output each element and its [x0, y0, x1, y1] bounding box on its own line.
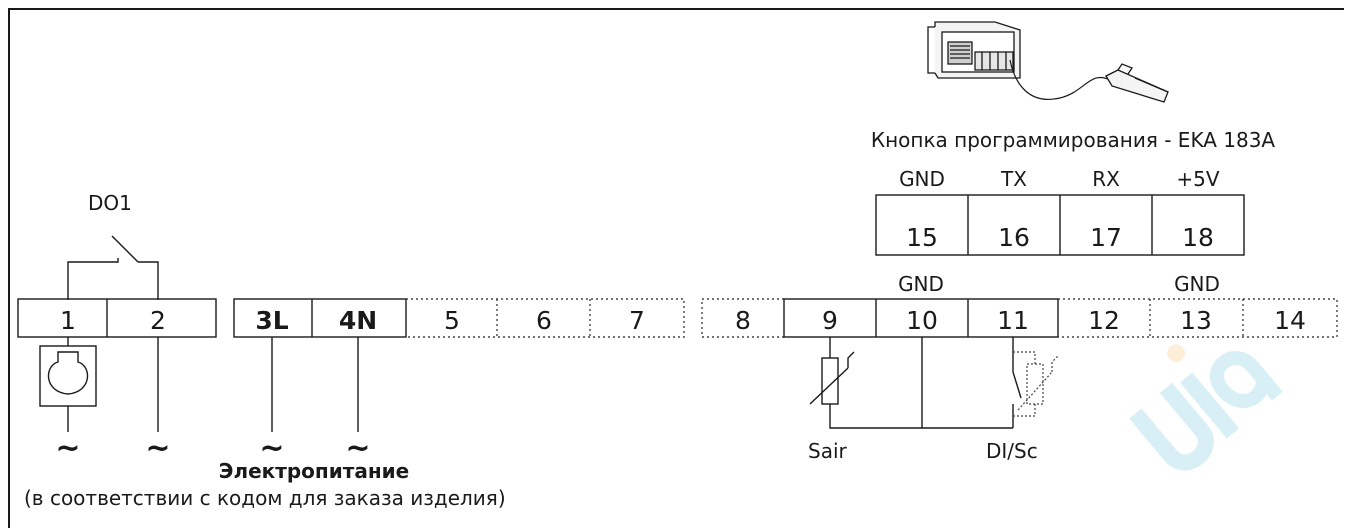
power-note: (в соответствии с кодом для заказа издел…: [24, 486, 506, 510]
terminal-14: 14: [1274, 306, 1306, 335]
ac-symbol-4n: ~: [345, 431, 370, 466]
programming-key-device-icon: [927, 21, 1169, 103]
terminal-strip-group-b: [233, 298, 685, 338]
key-terminal-block: [875, 194, 1245, 256]
load-bulb-icon: [39, 337, 97, 432]
ac-symbol-3l: ~: [259, 431, 284, 466]
gnd-label-13: GND: [1174, 272, 1220, 296]
terminal-3l: 3L: [255, 306, 288, 335]
terminal-17: 17: [1090, 223, 1122, 252]
signal-label-5v: +5V: [1176, 167, 1219, 191]
diagram-frame: [8, 8, 1344, 528]
terminal-13: 13: [1180, 306, 1212, 335]
sc-optional-sensor-icon: [1013, 351, 1059, 417]
terminal-18: 18: [1182, 223, 1214, 252]
terminal-4n: 4N: [339, 306, 377, 335]
terminal-1: 1: [60, 306, 76, 335]
terminal-strip-group-a: [17, 298, 217, 338]
signal-label-tx: TX: [1000, 167, 1027, 191]
terminal-10: 10: [906, 306, 938, 335]
wiring-diagram: Кнопка программирования - EKA 183A GND T…: [17, 21, 1338, 510]
sair-thermistor-icon: [809, 337, 1013, 429]
terminal-5: 5: [444, 306, 460, 335]
di-sc-label: DI/Sc: [986, 439, 1038, 463]
signal-label-gnd: GND: [899, 167, 945, 191]
terminal-strip-group-c: [701, 298, 1338, 338]
watermark-logo: [1094, 299, 1305, 510]
terminal-8: 8: [735, 306, 751, 335]
relay-switch-icon: [67, 235, 159, 300]
terminal-15: 15: [906, 223, 938, 252]
ac-symbol-2: ~: [145, 431, 170, 466]
programming-key-caption: Кнопка программирования - EKA 183A: [871, 128, 1276, 152]
terminal-9: 9: [822, 306, 838, 335]
gnd-label-10: GND: [898, 272, 944, 296]
sair-label: Sair: [808, 439, 848, 463]
terminal-7: 7: [629, 306, 645, 335]
terminal-11: 11: [997, 306, 1029, 335]
di-switch-icon: [1012, 337, 1022, 428]
terminal-2: 2: [150, 306, 166, 335]
terminal-16: 16: [998, 223, 1030, 252]
terminal-12: 12: [1088, 306, 1120, 335]
power-title: Электропитание: [219, 459, 409, 483]
do1-label: DO1: [88, 191, 132, 215]
signal-label-rx: RX: [1092, 167, 1120, 191]
terminal-6: 6: [536, 306, 552, 335]
ac-symbol-1: ~: [55, 431, 80, 466]
